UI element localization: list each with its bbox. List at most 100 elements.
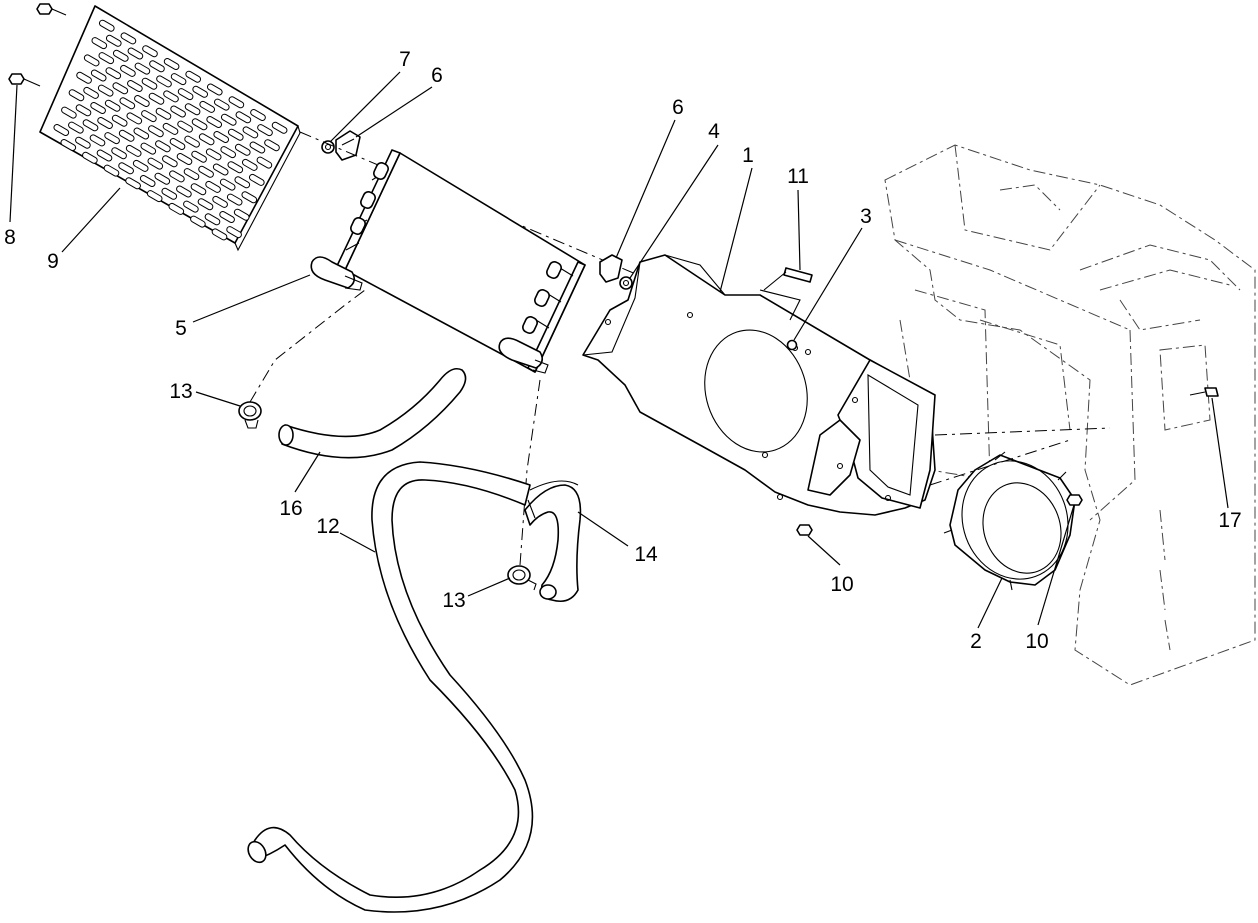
grille-slot (132, 159, 149, 172)
grille-slot (155, 140, 171, 153)
leader-lines (9, 71, 1229, 629)
grille-slot (184, 103, 201, 116)
grille-slot (148, 92, 165, 105)
grille-slot (219, 178, 236, 191)
grille-slot (147, 157, 164, 170)
grille-slot (82, 151, 98, 164)
callout-10b: 10 (1025, 630, 1048, 653)
chassis-frame-phantom (879, 144, 1256, 686)
leader-3 (793, 227, 863, 341)
grille-slot (170, 73, 187, 86)
bolt-17 (1189, 387, 1219, 397)
grille-slot (176, 153, 193, 165)
grille-slot (118, 162, 134, 175)
leader-10b (1037, 504, 1075, 626)
grille-slot (98, 19, 115, 32)
grille-slot (154, 172, 171, 185)
grille-slot (198, 165, 214, 178)
leader-13a (195, 391, 241, 407)
grille-slot (155, 107, 172, 120)
grille-slot (256, 156, 273, 169)
grille-slot (205, 180, 221, 193)
clip-6-upper (335, 130, 361, 161)
grille-slot (126, 112, 143, 125)
grille-slot (220, 146, 237, 159)
grille-slot (213, 98, 230, 111)
nut-10-left (796, 524, 813, 536)
clip-6-lower (599, 254, 623, 283)
grille-slot (206, 83, 223, 96)
grille-slot (162, 122, 179, 135)
leader-7 (329, 71, 401, 143)
grille-slot (227, 161, 244, 174)
callout-4: 4 (708, 120, 720, 143)
grille-slot (75, 104, 92, 117)
grille-slot (112, 82, 129, 95)
screw-lower (8, 73, 41, 87)
grille-slot (141, 77, 158, 90)
grille-slots (53, 19, 288, 241)
leader-8 (9, 84, 18, 223)
grille-slot (250, 109, 266, 121)
grille-slot (96, 149, 113, 162)
grille-slot (235, 111, 252, 124)
grille-slot (234, 143, 251, 156)
callout-6b: 6 (672, 96, 684, 119)
callout-17: 17 (1218, 509, 1241, 532)
clamp-13-lower (507, 565, 537, 591)
callout-11: 11 (787, 165, 809, 188)
hose-long (247, 461, 534, 913)
grille-slot (127, 80, 143, 93)
grille-slot (234, 176, 251, 189)
grille-slot (120, 32, 137, 45)
centerline-hose-left (249, 289, 366, 403)
grille-slot (199, 100, 216, 113)
grille-slot (192, 85, 209, 98)
grille-slot (170, 105, 186, 118)
grille-slot (118, 129, 135, 142)
leader-1 (719, 167, 753, 293)
grille-slot (119, 97, 136, 110)
grille-slot (76, 71, 92, 84)
grille-slot (212, 195, 228, 208)
grille-slot (233, 208, 250, 221)
grille-slot (134, 62, 151, 75)
leader-17 (1211, 397, 1229, 509)
grille-panel (39, 5, 301, 252)
callout-2: 2 (970, 630, 982, 653)
grille-slot (111, 147, 127, 160)
grille-slot (61, 106, 77, 119)
grille-slot (191, 118, 208, 131)
callout-7: 7 (399, 48, 411, 71)
grille-slot (111, 114, 128, 127)
grille-slot (176, 185, 192, 198)
leader-5 (192, 274, 311, 323)
grille-slot (141, 110, 157, 123)
grille-slot (125, 144, 142, 157)
grille-slot (83, 86, 99, 99)
grille-slot (163, 90, 179, 103)
grille-slot (204, 213, 221, 226)
grille-slot (226, 193, 243, 206)
grille-slot (226, 226, 242, 239)
fan-shroud-plate (582, 254, 936, 516)
washer-4 (619, 276, 633, 290)
grille-slot (257, 124, 273, 137)
fastener-3 (786, 339, 798, 351)
grille-slot (90, 69, 107, 82)
grille-slot (120, 64, 136, 77)
grille-slot (91, 37, 108, 50)
bolt-11 (763, 267, 813, 291)
leader-6a (355, 86, 433, 138)
grille-slot (190, 215, 206, 228)
hose-short (278, 367, 467, 459)
grille-slot (206, 116, 223, 128)
clamp-13-upper (238, 401, 262, 429)
grille-slot (190, 183, 207, 196)
leader-13b (467, 577, 511, 597)
callout-labels: 1 2 3 4 5 6 6 7 8 9 10 10 11 12 13 13 14… (4, 48, 1242, 653)
grille-slot (183, 200, 199, 213)
grille-slot (191, 150, 207, 163)
grille-slot (168, 202, 185, 215)
grille-slot (271, 121, 288, 134)
